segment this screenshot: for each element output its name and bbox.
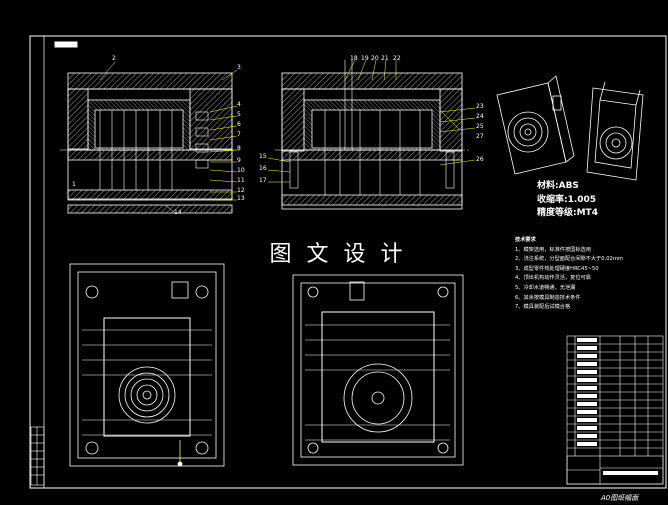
part-label: 17 [259, 177, 267, 184]
part-label: 1 [72, 181, 76, 188]
part-label: 24 [476, 113, 484, 120]
note-line: 4、顶出机构动作灵活，复位可靠 [515, 275, 591, 282]
notes-heading: 技术要求 [515, 237, 536, 243]
part-label: 25 [476, 123, 484, 130]
part-label: 4 [237, 101, 241, 108]
part-label: 3 [237, 64, 241, 71]
sheet-size-label: A0图纸幅面 [601, 494, 639, 502]
left-section-view [60, 72, 240, 214]
part-label: 9 [237, 157, 241, 164]
note-line: 6、其余按模具制造技术条件 [515, 294, 581, 301]
part-label: 7 [237, 131, 241, 138]
part-label: 18 [350, 55, 358, 62]
part-label: 8 [237, 145, 241, 152]
part-label: 12 [237, 187, 245, 194]
part-label: 2 [112, 55, 116, 62]
part-label: 20 [371, 55, 379, 62]
part-label: 19 [361, 55, 369, 62]
watermark-text: 图 文 设 计 [268, 240, 408, 270]
material-line: 材料:ABS [537, 181, 579, 191]
technical-requirements: 技术要求 1、模架选用，标准件按国标选用 2、浇注系统，分型面配合间隙不大于0.… [515, 236, 665, 313]
part-view-back [586, 81, 644, 181]
part-label: 15 [259, 153, 267, 160]
note-line: 1、模架选用，标准件按国标选用 [515, 246, 591, 253]
part-label: 26 [476, 156, 484, 163]
part-label: 13 [237, 195, 245, 202]
revision-strip [30, 426, 45, 486]
right-plan-view [292, 274, 464, 466]
part-label: 16 [259, 165, 267, 172]
left-plan-view [69, 263, 225, 467]
note-line: 7、模具装配后试模合格 [515, 304, 571, 311]
title-block [566, 335, 664, 485]
shrink-rate-line: 收缩率:1.005 [537, 195, 597, 205]
tolerance-line: 精度等级:MT4 [537, 208, 598, 218]
part-view-front [496, 75, 575, 175]
leader-lines [99, 59, 476, 213]
part-label: 11 [237, 177, 245, 184]
note-line: 3、成型零件热处理硬度HRC45~50 [515, 265, 599, 272]
part-label: 10 [237, 167, 245, 174]
part-label: 23 [476, 103, 484, 110]
note-line: 5、冷却水道畅通，无泄漏 [515, 284, 576, 291]
part-label: 27 [476, 133, 484, 140]
part-label: 14 [174, 209, 182, 216]
part-label: 5 [237, 111, 241, 118]
drawing-frame [29, 35, 667, 489]
right-section-view [275, 60, 470, 210]
note-line: 2、浇注系统，分型面配合间隙不大于0.02mm [515, 256, 623, 263]
part-label: 21 [381, 55, 389, 62]
part-label: 22 [393, 55, 401, 62]
part-label: 6 [237, 121, 241, 128]
